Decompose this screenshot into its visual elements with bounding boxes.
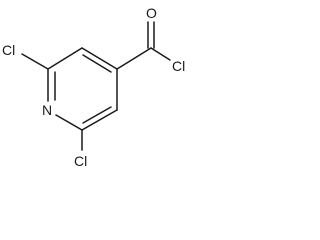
atom-label-cl-acyl: Cl bbox=[172, 58, 185, 74]
bond-carbonyl-cl bbox=[150, 47, 171, 61]
bond-c2-cl bbox=[21, 53, 49, 70]
atom-label-o: O bbox=[146, 5, 157, 21]
bond-c6-n bbox=[55, 114, 83, 131]
atom-label-n: N bbox=[42, 102, 52, 118]
bond-c3-c4-double bbox=[82, 54, 112, 73]
pyridine-ring bbox=[47, 47, 118, 131]
bond-c2-c3 bbox=[47, 47, 83, 70]
bond-c3-c4 bbox=[81, 47, 118, 70]
molecule-structure: Cl N Cl O Cl bbox=[2, 5, 185, 169]
bond-c4-carbonyl bbox=[116, 47, 152, 70]
bond-c5-c6-double bbox=[82, 106, 112, 124]
bond-c5-c6 bbox=[81, 109, 118, 131]
atom-label-cl-upper: Cl bbox=[2, 42, 15, 58]
atom-label-cl-lower: Cl bbox=[74, 153, 87, 169]
